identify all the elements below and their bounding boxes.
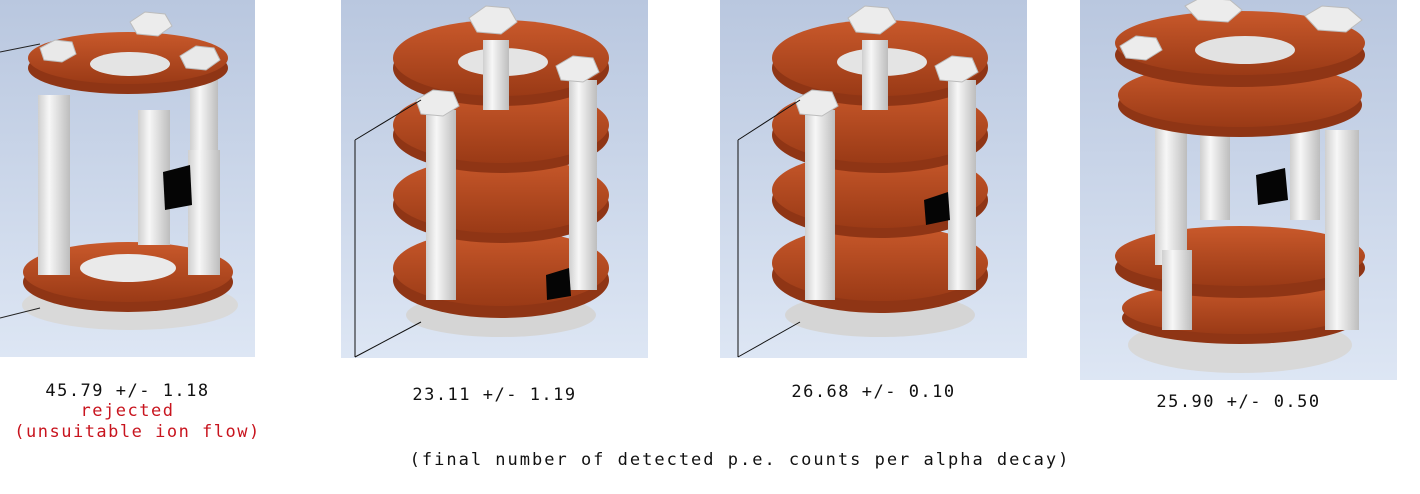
assembly-render-3 bbox=[720, 0, 1027, 358]
assembly-render-2 bbox=[341, 0, 648, 358]
assembly-render-1 bbox=[0, 0, 255, 357]
footnote: (final number of detected p.e. counts pe… bbox=[409, 450, 1071, 470]
result-caption-3: 26.68 +/- 0.10 bbox=[791, 382, 956, 402]
assembly-render-4 bbox=[1080, 0, 1397, 380]
rejected-label: rejected bbox=[80, 401, 175, 421]
result-caption-2: 23.11 +/- 1.19 bbox=[412, 385, 577, 405]
rejected-reason: (unsuitable ion flow) bbox=[14, 422, 261, 442]
result-caption-4: 25.90 +/- 0.50 bbox=[1156, 392, 1321, 412]
result-caption-1: 45.79 +/- 1.18 bbox=[45, 381, 210, 401]
